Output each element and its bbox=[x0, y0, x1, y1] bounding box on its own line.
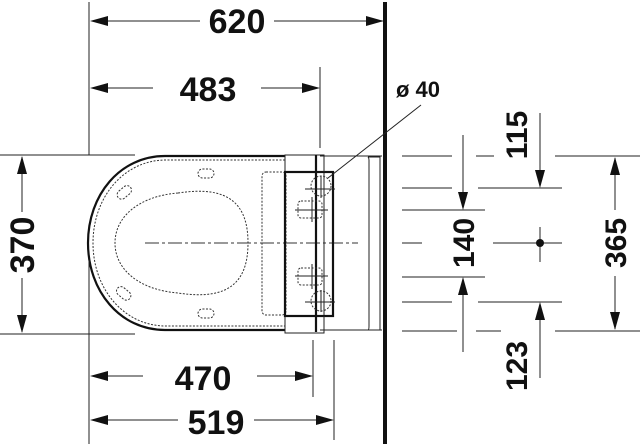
dim-label-123: 123 bbox=[501, 341, 534, 391]
toilet-bowl bbox=[86, 154, 358, 332]
dim-label-370: 370 bbox=[4, 217, 42, 274]
dimension-519: 519 bbox=[90, 340, 335, 442]
dimension-370: 370 bbox=[0, 154, 135, 335]
dim-label-140: 140 bbox=[448, 218, 481, 268]
dimension-140: 140 bbox=[448, 135, 481, 352]
dim-label-620: 620 bbox=[209, 3, 266, 41]
hinge-block bbox=[283, 154, 335, 334]
bumper-slot bbox=[197, 168, 215, 179]
bumper-slot bbox=[197, 308, 215, 319]
center-point bbox=[536, 239, 544, 247]
dimension-483: 483 bbox=[90, 67, 321, 148]
reference-lines bbox=[402, 155, 640, 332]
bumper-slot bbox=[115, 286, 132, 301]
dimension-365: 365 bbox=[600, 157, 633, 330]
dim-label-o40: ø 40 bbox=[396, 77, 440, 102]
bumper-slot bbox=[116, 185, 133, 200]
dim-label-115: 115 bbox=[501, 111, 534, 159]
dimension-123: 123 bbox=[501, 302, 545, 391]
dimension-620: 620 bbox=[88, 2, 384, 155]
pipe-diameter-callout: ø 40 bbox=[327, 77, 440, 179]
dimension-470: 470 bbox=[88, 260, 314, 444]
dim-label-483: 483 bbox=[180, 71, 237, 109]
dimension-115: 115 bbox=[501, 111, 545, 188]
dim-label-470: 470 bbox=[175, 360, 232, 398]
wall-plate bbox=[367, 156, 381, 331]
dim-label-365: 365 bbox=[600, 218, 633, 268]
dim-label-519: 519 bbox=[188, 404, 245, 442]
